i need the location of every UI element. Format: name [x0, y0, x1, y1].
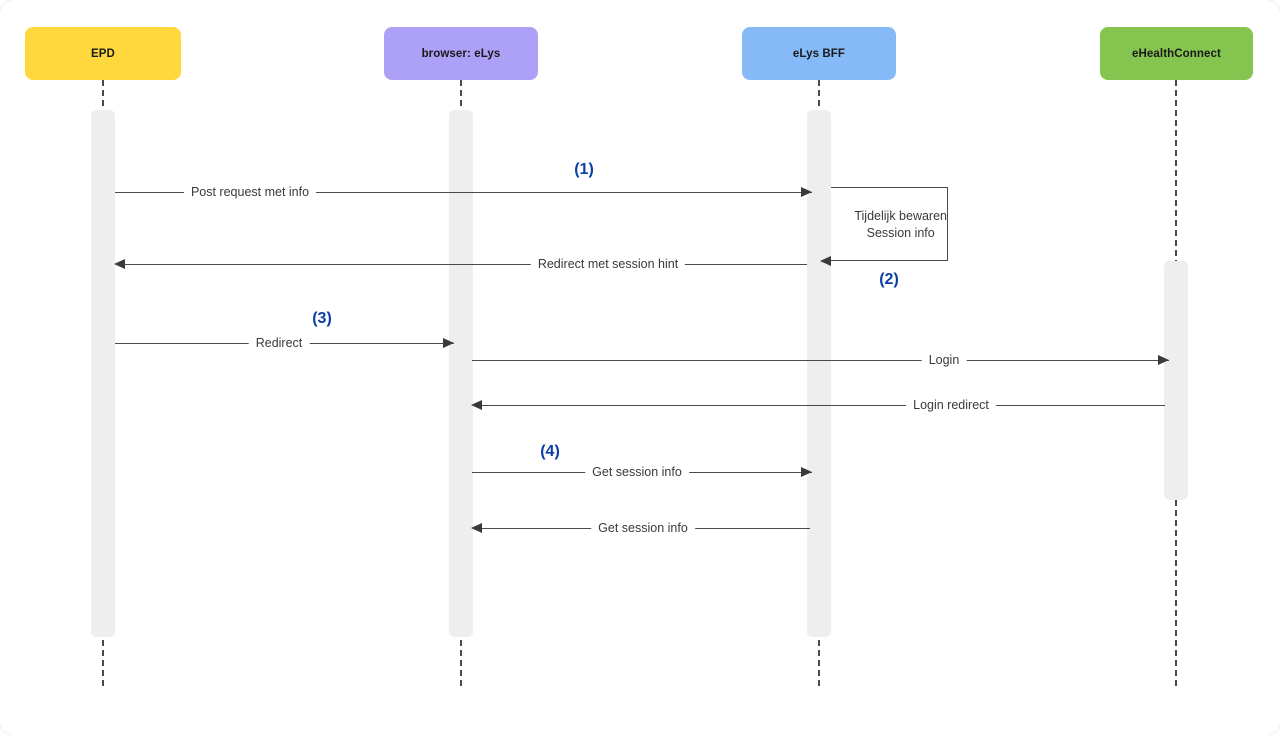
arrowhead-get-session-info-request	[801, 467, 812, 477]
step-marker-1: (1)	[574, 161, 594, 178]
activation-bar-bff	[807, 110, 831, 637]
message-label-get-session-info-request: Get session info	[585, 465, 689, 479]
self-message-loop-tijdelijk-bewaren	[831, 187, 948, 261]
step-marker-4: (4)	[540, 443, 560, 460]
participant-label-epd: EPD	[91, 47, 115, 60]
participant-label-ehealthconnect: eHealthConnect	[1132, 47, 1221, 60]
participant-label-bff: eLys BFF	[792, 47, 846, 60]
activation-bar-browser	[449, 110, 473, 637]
message-label-login-redirect: Login redirect	[906, 398, 996, 412]
self-message-line-2: Session info	[866, 226, 935, 240]
arrowhead-get-session-info-response	[471, 523, 482, 533]
message-line-login-redirect	[482, 405, 1165, 406]
message-label-get-session-info-response: Get session info	[591, 521, 695, 535]
self-message-line-1: Tijdelijk bewaren	[854, 209, 947, 223]
participant-label-browser: browser: eLys	[421, 47, 501, 60]
arrowhead-redirect	[443, 338, 454, 348]
message-label-redirect-met-session-hint: Redirect met session hint	[530, 257, 686, 271]
activation-bar-epd	[91, 110, 115, 637]
activation-bar-ehealthconnect	[1164, 261, 1188, 500]
message-label-redirect: Redirect	[248, 336, 310, 350]
self-message-label-tijdelijk-bewaren: Tijdelijk bewaren Session info	[854, 208, 947, 242]
step-marker-2: (2)	[879, 271, 899, 288]
arrowhead-redirect-met-session-hint	[114, 259, 125, 269]
arrowhead-login	[1158, 355, 1169, 365]
step-marker-3: (3)	[312, 310, 332, 327]
arrowhead-post-request-met-info	[801, 187, 812, 197]
message-line-login	[472, 360, 1169, 361]
arrowhead-self-message-tijdelijk-bewaren	[820, 256, 831, 266]
arrowhead-login-redirect	[471, 400, 482, 410]
participant-browser[interactable]: browser: eLys	[384, 27, 538, 80]
message-label-post-request-met-info: Post request met info	[183, 185, 317, 199]
participant-bff[interactable]: eLys BFF	[742, 27, 896, 80]
participant-ehealthconnect[interactable]: eHealthConnect	[1100, 27, 1253, 80]
message-line-redirect-met-session-hint	[125, 264, 807, 265]
participant-epd[interactable]: EPD	[25, 27, 181, 80]
message-label-login: Login	[921, 353, 967, 367]
message-line-post-request-met-info	[115, 192, 812, 193]
